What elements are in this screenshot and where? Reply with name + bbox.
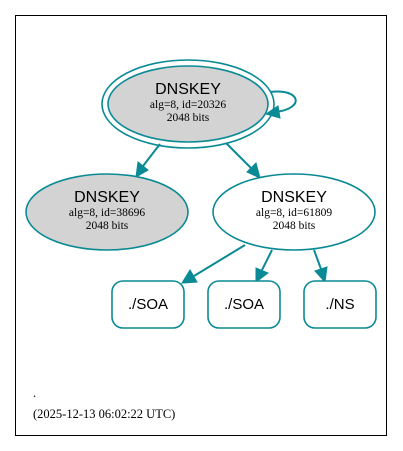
arrowhead-ksk-left (135, 161, 149, 178)
edge-zsk-to-soa-1 (193, 244, 246, 277)
arrowhead-soa-1 (181, 269, 198, 284)
node-title: DNSKEY (74, 189, 140, 206)
node-dnskey-61809[interactable]: DNSKEY alg=8, id=61809 2048 bits (212, 173, 376, 251)
edge-self-loop-ksk-top (269, 90, 297, 113)
rrset-box (111, 280, 185, 329)
node-alg-id: alg=8, id=20326 (150, 99, 226, 111)
arrowhead-soa-2 (255, 267, 269, 283)
node-bits: 2048 bits (167, 112, 210, 124)
node-bits: 2048 bits (86, 220, 129, 232)
node-title: DNSKEY (261, 189, 327, 206)
node-bits: 2048 bits (273, 220, 316, 232)
rrset-label: ./SOA (224, 296, 264, 313)
node-rrset-ns[interactable]: ./NS (303, 280, 377, 329)
zone-name: . (33, 386, 36, 400)
analysis-timestamp: (2025-12-13 06:02:22 UTC) (33, 407, 175, 421)
edge-zsk-to-ns (313, 249, 322, 270)
rrset-box (303, 280, 377, 329)
edge-ksk-top-to-zsk (225, 142, 252, 169)
node-ellipse (25, 173, 189, 251)
node-alg-id: alg=8, id=61809 (256, 207, 332, 219)
edge-zsk-to-soa-2 (261, 249, 273, 271)
node-ellipse (212, 173, 376, 251)
rrset-label: ./SOA (128, 296, 168, 313)
node-alg-id: alg=8, id=38696 (69, 207, 145, 219)
node-dnskey-38696[interactable]: DNSKEY alg=8, id=38696 2048 bits (25, 173, 189, 251)
arrowhead-ns (314, 266, 328, 284)
rrset-label: ./NS (325, 296, 354, 313)
node-outer-ring (101, 59, 275, 149)
rrset-box (207, 280, 281, 329)
node-ellipse (107, 65, 269, 143)
node-title: DNSKEY (155, 81, 221, 98)
edge-ksk-top-to-ksk-left (142, 143, 161, 167)
node-dnskey-20326[interactable]: DNSKEY alg=8, id=20326 2048 bits (101, 59, 275, 149)
node-rrset-soa-1[interactable]: ./SOA (111, 280, 185, 329)
arrowhead-zsk (246, 162, 261, 179)
node-rrset-soa-2[interactable]: ./SOA (207, 280, 281, 329)
